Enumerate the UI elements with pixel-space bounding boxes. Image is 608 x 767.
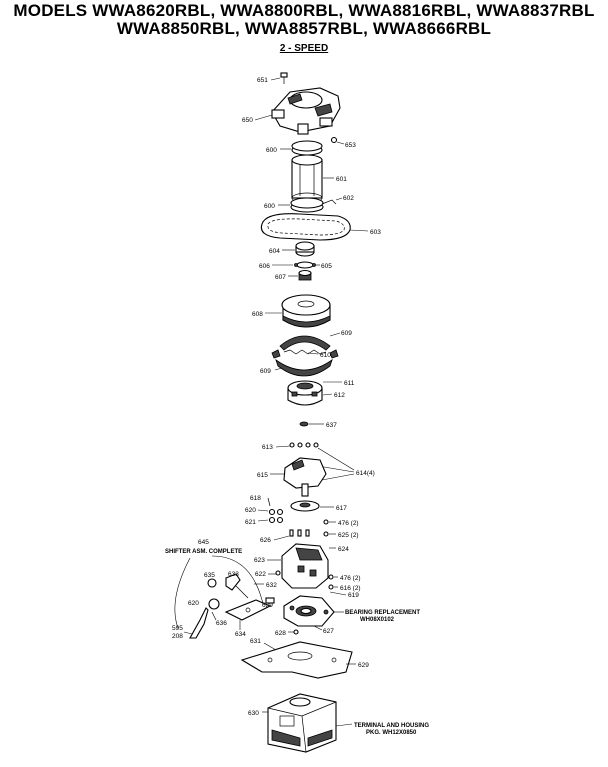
part-634-shifter-plate[interactable]: [224, 599, 272, 621]
page-title-line2: WWA8850RBL, WWA8857RBL, WWA8666RBL: [116, 19, 492, 38]
part-609-brake-shoe-lower[interactable]: [275, 358, 333, 377]
part-609-brake-shoe[interactable]: [279, 335, 331, 351]
label-629: 629: [358, 662, 369, 669]
part-604-pulley[interactable]: [295, 241, 315, 257]
page-subtitle: 2 - SPEED: [279, 43, 329, 54]
part-636-lever[interactable]: [189, 598, 220, 639]
part-476-lower[interactable]: [328, 574, 334, 580]
shifter-brace: [211, 555, 265, 607]
label-626: 626: [260, 537, 271, 544]
label-607: 607: [275, 274, 286, 281]
part-601-sleeve[interactable]: [291, 154, 323, 204]
part-651-screw[interactable]: [280, 72, 288, 84]
label-617: 617: [336, 505, 347, 512]
callout-bearing-line2: WH08X0102: [360, 617, 395, 623]
part-630-motor[interactable]: [267, 693, 337, 753]
label-637: 637: [326, 422, 337, 429]
label-636: 636: [216, 620, 227, 627]
label-610: 610: [320, 352, 331, 359]
label-633: 633: [228, 571, 239, 578]
label-628: 628: [275, 630, 286, 637]
part-622[interactable]: [275, 570, 281, 576]
part-637[interactable]: [299, 421, 309, 427]
label-629b: 629: [262, 602, 273, 609]
part-603-belt[interactable]: [260, 213, 351, 241]
label-634: 634: [235, 631, 246, 638]
label-651: 651: [257, 77, 268, 84]
part-618-pin[interactable]: [267, 497, 271, 507]
label-650: 650: [242, 117, 253, 124]
label-635: 635: [204, 572, 215, 579]
label-612: 612: [334, 392, 345, 399]
part-614-bolts[interactable]: [289, 442, 319, 448]
part-476-upper[interactable]: [323, 519, 329, 525]
label-631: 631: [250, 638, 261, 645]
label-623: 623: [254, 557, 265, 564]
label-603: 603: [370, 229, 381, 236]
part-605-washer[interactable]: [294, 261, 316, 269]
label-606: 606: [259, 263, 270, 270]
callout-terminal-line2: PKG. WH12X0850: [366, 730, 417, 736]
label-605: 605: [321, 263, 332, 270]
label-600a: 600: [266, 147, 277, 154]
part-600-ring-top[interactable]: [291, 140, 323, 156]
part-616[interactable]: [328, 584, 334, 590]
label-611: 611: [344, 380, 355, 387]
label-653: 653: [345, 142, 356, 149]
part-610-spring[interactable]: [271, 349, 339, 359]
callout-bearing-line1: BEARING REPLACEMENT: [345, 610, 420, 616]
part-608-drum[interactable]: [281, 294, 331, 328]
label-622: 622: [255, 571, 266, 578]
page-title: MODELS WWA8620RBL, WWA8800RBL, WWA8816RB…: [13, 1, 595, 20]
label-645: 645: [198, 539, 209, 546]
part-600-ring-bottom[interactable]: [290, 197, 324, 213]
part-629-baseplate[interactable]: [240, 641, 353, 679]
label-208: 208: [172, 633, 183, 640]
label-616: 616 (2): [340, 585, 361, 592]
label-627: 627: [323, 628, 334, 635]
label-620b: 620: [188, 600, 199, 607]
callout-terminal-line1: TERMINAL AND HOUSING: [354, 723, 429, 729]
part-617-gear[interactable]: [290, 500, 320, 512]
label-625a: 625 (2): [338, 532, 359, 539]
label-619: 619: [348, 592, 359, 599]
part-625[interactable]: [323, 531, 329, 537]
part-633-bracket[interactable]: [207, 573, 249, 599]
part-653[interactable]: [330, 136, 338, 144]
label-600b: 600: [264, 203, 275, 210]
label-476a: 476 (2): [338, 520, 359, 527]
label-609b: 609: [260, 368, 271, 375]
label-615: 615: [257, 472, 268, 479]
label-602: 602: [343, 195, 354, 202]
label-601: 601: [336, 176, 347, 183]
label-624: 624: [338, 546, 349, 553]
label-613: 613: [262, 444, 273, 451]
label-609a: 609: [341, 330, 352, 337]
label-614: 614(4): [356, 470, 375, 477]
callout-shifter: SHIFTER ASM. COMPLETE: [165, 549, 242, 555]
part-628[interactable]: [293, 629, 299, 635]
part-615-gear-case[interactable]: [283, 457, 327, 497]
part-623-transmission-case[interactable]: [281, 543, 329, 589]
label-608: 608: [252, 311, 263, 318]
part-629-shifter-clip[interactable]: [265, 597, 275, 604]
part-650-housing[interactable]: [271, 87, 341, 135]
label-630: 630: [248, 710, 259, 717]
part-602-clip[interactable]: [321, 199, 337, 205]
label-621: 621: [245, 519, 256, 526]
part-626-studs[interactable]: [289, 529, 310, 537]
label-618: 618: [250, 495, 261, 502]
part-607-nut[interactable]: [298, 269, 312, 281]
label-632: 632: [266, 582, 277, 589]
part-620-washers[interactable]: [268, 508, 284, 524]
label-476b: 476 (2): [340, 575, 361, 582]
label-620: 620: [245, 507, 256, 514]
label-595: 595: [172, 625, 183, 632]
part-611-clutch[interactable]: [287, 380, 323, 406]
label-604: 604: [269, 248, 280, 255]
part-627-bearing-plate[interactable]: [283, 595, 335, 627]
